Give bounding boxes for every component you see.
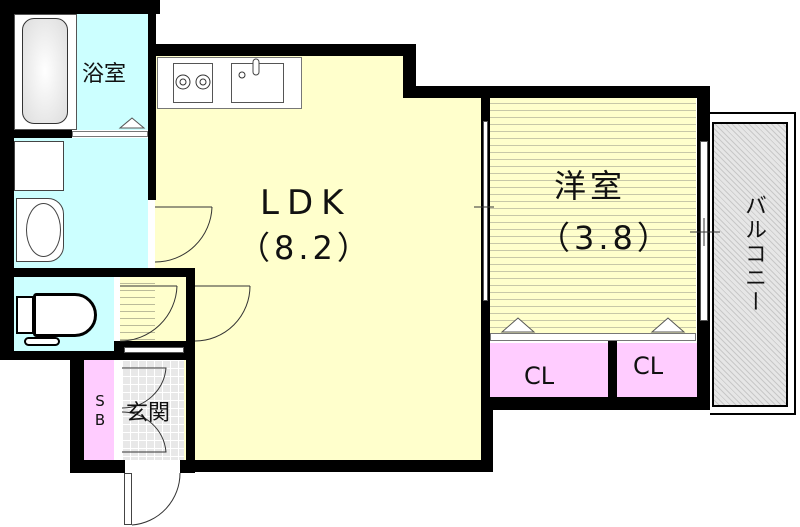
- shoe-box-label: SB: [91, 392, 109, 430]
- wall-wash-toilet: [14, 268, 194, 277]
- sb-divider: [114, 360, 122, 460]
- toilet-controls: [24, 337, 60, 346]
- ldk-floor: [155, 55, 485, 460]
- stove: [173, 63, 213, 103]
- wall-ldk-top: [148, 44, 416, 56]
- wall-bath-ldk: [148, 0, 156, 200]
- wall-ldk-step-v: [403, 44, 416, 98]
- western-room-size-label: （3.8）: [538, 219, 673, 257]
- wall-entrance-bottom: [70, 460, 125, 473]
- wall-sb-left: [70, 351, 84, 473]
- wall-ldk-left-lower: [186, 268, 195, 472]
- closet-2-label: CL: [633, 352, 664, 380]
- kitchen-counter: [157, 57, 302, 109]
- wall-bath-wash: [14, 130, 72, 138]
- wall-entrance-bottom-right: [180, 460, 195, 473]
- entrance-label: 玄関: [126, 401, 171, 426]
- wall-top-bathroom: [0, 0, 160, 14]
- wall-closet-divider: [608, 341, 617, 397]
- closet-door-strip: [490, 333, 696, 341]
- wall-western-top: [403, 86, 710, 98]
- entrance-door[interactable]: [124, 473, 132, 525]
- ldk-label: LDK: [260, 183, 352, 223]
- wall-ldk-right-lower: [481, 400, 493, 472]
- toilet-bowl: [33, 293, 97, 337]
- bathtub-basin: [22, 18, 68, 124]
- closet-1-floor: [488, 343, 608, 397]
- bathroom-label: 浴室: [82, 62, 127, 87]
- washing-machine-pan: [14, 141, 64, 191]
- shoe-box-floor: [84, 360, 114, 460]
- western-room-label: 洋室: [554, 167, 627, 205]
- wall-ldk-bottom: [186, 460, 493, 472]
- closet-1-label: CL: [524, 362, 555, 390]
- entrance-floor: [122, 360, 184, 460]
- balcony-label: バルコニー: [741, 194, 766, 314]
- western-room-floor: [488, 97, 696, 337]
- wash-basin-bowl: [26, 203, 61, 257]
- wall-left-bathroom: [0, 0, 14, 360]
- bath-door[interactable]: [72, 131, 148, 137]
- wall-closet-bottom: [481, 397, 710, 410]
- closet-2-floor: [617, 343, 697, 397]
- balcony-floor: [712, 122, 788, 407]
- ldk-size-label: （8.2）: [238, 229, 373, 267]
- wall-toilet-bottom: [0, 351, 120, 360]
- ldk-western-sliding-door[interactable]: [483, 121, 488, 301]
- balcony-railing: [710, 112, 796, 415]
- hall-step: [124, 347, 184, 353]
